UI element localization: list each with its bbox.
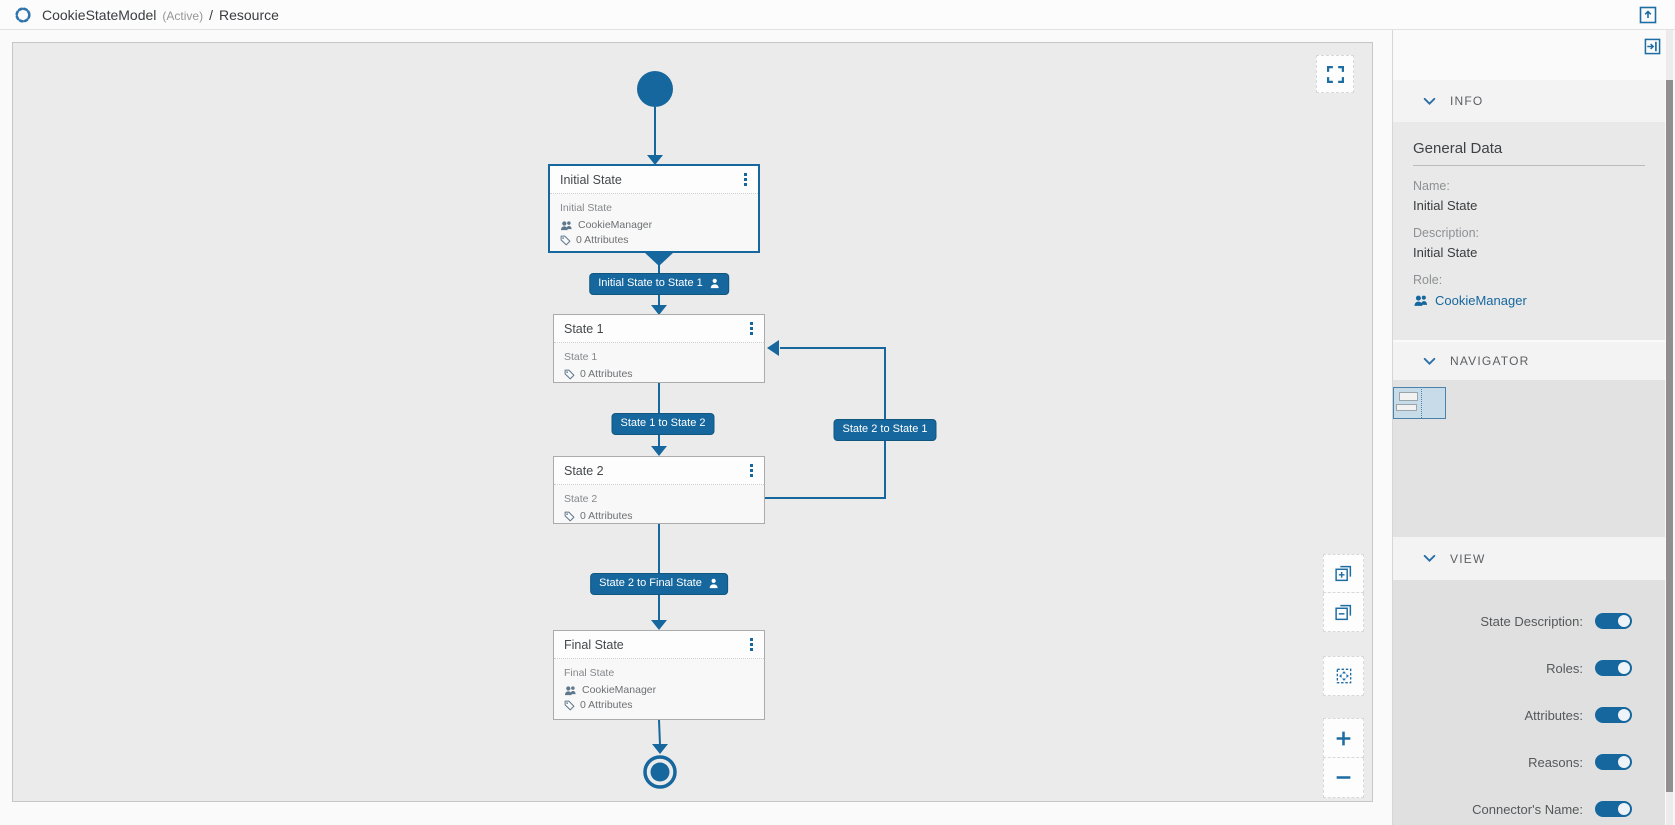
edge-label-state1-to-state2[interactable]: State 1 to State 2 (612, 414, 714, 434)
state-node-final-state[interactable]: Final State Final State CookieManager 0 … (553, 630, 765, 720)
minimap-edge-line (1421, 389, 1422, 418)
person-icon (708, 578, 719, 589)
info-section-header[interactable]: INFO (1393, 80, 1665, 122)
edge-label-initial-to-state1[interactable]: Initial State to State 1 (590, 274, 728, 294)
zoom-in-button[interactable] (1323, 718, 1364, 758)
node-menu-icon[interactable] (747, 635, 756, 654)
navigator-minimap[interactable] (1393, 380, 1665, 537)
top-bar: CookieStateModel (Active) / Resource (0, 0, 1675, 30)
edge-label-state2-to-final[interactable]: State 2 to Final State (591, 574, 727, 594)
node-title: State 2 (564, 463, 604, 478)
expand-all-icon (1334, 564, 1353, 583)
node-menu-icon[interactable] (747, 461, 756, 480)
start-node (637, 71, 673, 107)
connectors-name-toggle[interactable] (1595, 801, 1632, 817)
expand-collapse-group (1323, 554, 1364, 632)
toggle-row-connectors-name: Connector's Name: (1393, 799, 1665, 819)
navigator-section-header[interactable]: NAVIGATOR (1393, 342, 1665, 380)
open-window-icon[interactable] (1639, 6, 1657, 24)
tag-icon (564, 511, 575, 522)
node-description: Final State (564, 667, 615, 679)
tag-icon (560, 235, 571, 246)
node-description: State 2 (564, 493, 598, 505)
description-field: Description: Initial State (1413, 226, 1479, 260)
navigator-section-label: NAVIGATOR (1450, 354, 1530, 368)
node-attributes: 0 Attributes (580, 368, 633, 380)
node-attributes-row: 0 Attributes (564, 510, 754, 522)
reasons-toggle[interactable] (1595, 754, 1632, 770)
sidebar-scrollbar-thumb[interactable] (1666, 80, 1673, 792)
node-role-row: CookieManager (564, 684, 754, 696)
fullscreen-button[interactable] (1316, 55, 1354, 93)
people-icon (1413, 294, 1429, 307)
node-menu-icon[interactable] (747, 319, 756, 338)
edge-label-state2-to-state1[interactable]: State 2 to State 1 (834, 420, 936, 440)
zoom-group (1323, 718, 1364, 798)
fullscreen-icon (1326, 65, 1345, 84)
name-field: Name: Initial State (1413, 179, 1478, 213)
node-description: Initial State (560, 202, 612, 214)
node-title: State 1 (564, 321, 604, 336)
state-model-logo-icon (15, 6, 31, 23)
chevron-down-icon (1423, 357, 1436, 366)
view-section-label: VIEW (1450, 551, 1486, 566)
tag-icon (564, 700, 575, 711)
breadcrumb: CookieStateModel (Active) / Resource (42, 7, 279, 23)
view-section-content: State Description: Roles: Attributes: Re… (1393, 580, 1665, 825)
collapse-all-icon (1334, 603, 1353, 622)
collapse-all-button[interactable] (1323, 593, 1364, 632)
node-attributes-row: 0 Attributes (560, 234, 748, 246)
model-title: CookieStateModel (42, 6, 157, 23)
expand-all-button[interactable] (1323, 554, 1364, 593)
sidebar-scrollbar-track[interactable] (1666, 30, 1673, 825)
model-status: (Active) (162, 8, 204, 23)
state-node-initial-state[interactable]: Initial State Initial State CookieManage… (548, 164, 760, 253)
attributes-toggle[interactable] (1595, 707, 1632, 723)
node-description: State 1 (564, 351, 598, 363)
chevron-down-icon (1423, 97, 1436, 106)
properties-sidebar: INFO General Data Name: Initial State De… (1392, 30, 1675, 825)
state-description-toggle[interactable] (1595, 613, 1632, 629)
node-attributes-row: 0 Attributes (564, 699, 754, 711)
node-role: CookieManager (578, 219, 653, 231)
view-section-header[interactable]: VIEW (1393, 537, 1665, 580)
person-icon (709, 278, 720, 289)
state-node-state-1[interactable]: State 1 State 1 0 Attributes (553, 314, 765, 383)
general-data-title: General Data (1413, 140, 1645, 166)
chevron-down-icon (1423, 554, 1436, 563)
role-link[interactable]: CookieManager (1413, 293, 1645, 308)
node-attributes: 0 Attributes (576, 234, 629, 246)
diagram-canvas[interactable]: Initial State Initial State CookieManage… (12, 42, 1373, 802)
zoom-out-button[interactable] (1323, 758, 1364, 798)
role-field: Role: CookieManager (1413, 273, 1645, 308)
zoom-out-icon (1334, 768, 1353, 787)
breadcrumb-section: Resource (218, 6, 279, 23)
toggle-row-roles: Roles: (1393, 658, 1665, 678)
breadcrumb-separator: / (209, 6, 213, 23)
state-node-state-2[interactable]: State 2 State 2 0 Attributes (553, 456, 765, 524)
minimap-viewport[interactable] (1393, 387, 1446, 419)
tag-icon (564, 369, 575, 380)
people-icon (564, 685, 577, 696)
node-attributes-row: 0 Attributes (564, 368, 754, 380)
node-menu-icon[interactable] (741, 170, 750, 189)
node-role-row: CookieManager (560, 219, 748, 231)
zoom-in-icon (1334, 729, 1353, 748)
fit-view-icon (1334, 666, 1354, 686)
node-attributes: 0 Attributes (580, 510, 633, 522)
roles-toggle[interactable] (1595, 660, 1632, 676)
fit-view-button[interactable] (1323, 656, 1364, 696)
info-section-label: INFO (1450, 94, 1484, 108)
node-title: Initial State (560, 172, 622, 187)
toggle-row-reasons: Reasons: (1393, 752, 1665, 772)
node-role: CookieManager (582, 684, 657, 696)
node-attributes: 0 Attributes (580, 699, 633, 711)
toggle-row-state-description: State Description: (1393, 611, 1665, 631)
node-title: Final State (564, 637, 624, 652)
toggle-row-attributes: Attributes: (1393, 705, 1665, 725)
info-section-content: General Data Name: Initial State Descrip… (1393, 122, 1665, 340)
people-icon (560, 220, 573, 231)
collapse-panel-icon[interactable] (1644, 38, 1661, 55)
end-node (643, 755, 677, 789)
